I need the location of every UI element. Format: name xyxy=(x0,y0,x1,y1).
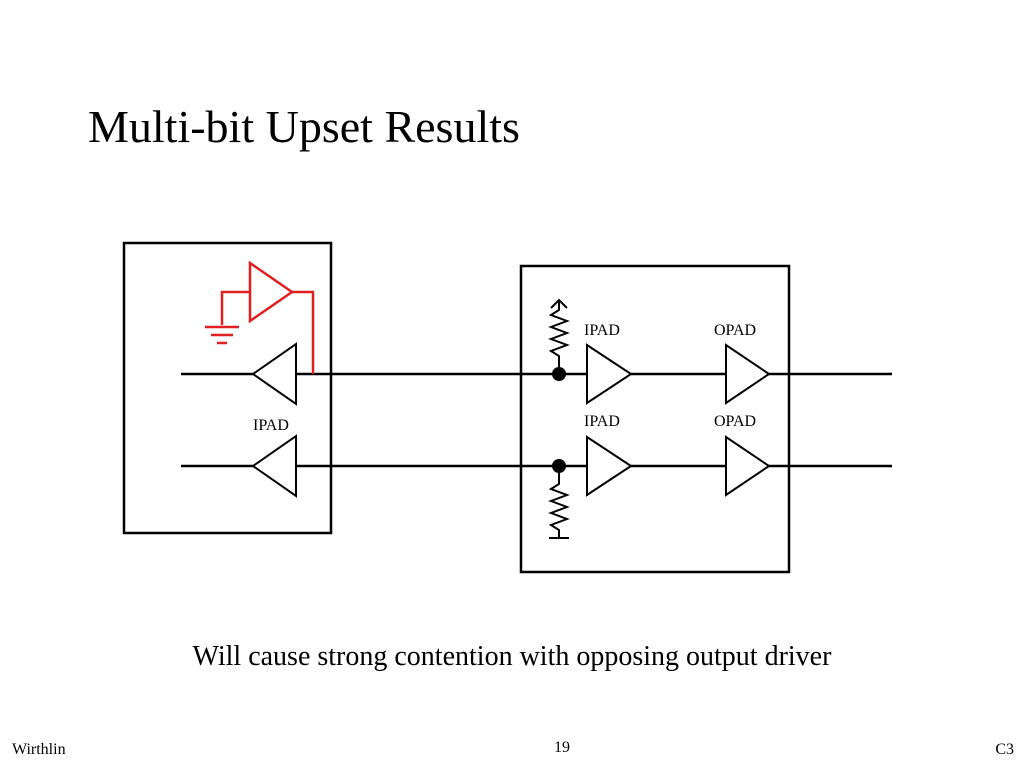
right-bottom-output-buffer xyxy=(725,435,771,497)
slide-title: Multi-bit Upset Results xyxy=(88,101,520,152)
right-bottom-input-buffer xyxy=(586,435,633,497)
supply-arrow-icon xyxy=(550,298,568,309)
pull-down-resistor xyxy=(548,466,570,538)
footer-course-code: C3 xyxy=(995,741,1014,758)
upset-output-buffer xyxy=(248,260,295,324)
slide-caption: Will cause strong contention with opposi… xyxy=(192,641,832,672)
right-bottom-opad-label: OPAD xyxy=(714,413,756,430)
right-top-opad-label: OPAD xyxy=(714,322,756,339)
right-bottom-ipad-label: IPAD xyxy=(584,413,620,430)
right-device-box xyxy=(519,264,791,574)
left-device-box xyxy=(122,241,333,535)
right-top-ipad-label: IPAD xyxy=(584,322,620,339)
page-number: 19 xyxy=(554,739,570,756)
left-ipad-label: IPAD xyxy=(253,417,289,434)
right-top-input-buffer xyxy=(586,343,633,405)
footer-author: Wirthlin xyxy=(12,741,66,758)
left-top-buffer xyxy=(251,342,297,406)
upset-ground-wire xyxy=(220,290,250,325)
pull-up-resistor xyxy=(548,300,570,374)
right-top-output-buffer xyxy=(725,343,771,405)
left-bottom-buffer xyxy=(251,434,297,498)
upset-drive-wire xyxy=(292,290,315,374)
